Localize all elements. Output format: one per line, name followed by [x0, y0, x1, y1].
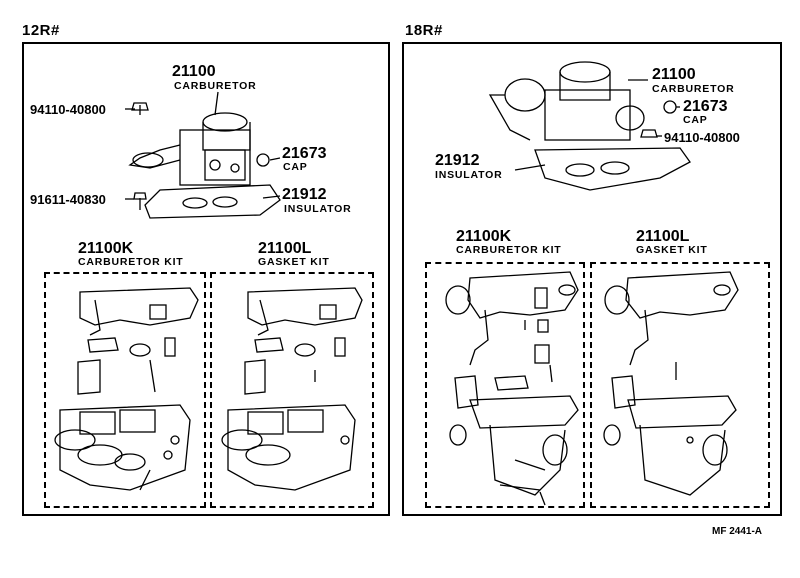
- left-insulator-part-number: 21912: [282, 186, 327, 203]
- right-carb-part-name: CARBURETOR: [652, 83, 735, 95]
- left-cap-part-number: 21673: [282, 145, 327, 162]
- left-gasket-part-number: 21100L: [258, 240, 312, 257]
- left-bolt-part-number: 94110-40800: [30, 102, 106, 117]
- panel-18r: [402, 42, 782, 516]
- left-cap-part-name: CAP: [283, 161, 308, 173]
- left-stud-part-number: 91611-40830: [30, 192, 106, 207]
- right-kit-part-name: CARBURETOR KIT: [456, 244, 562, 256]
- kit-box-18r-carburetor: [425, 262, 585, 508]
- right-gasket-part-name: GASKET KIT: [636, 244, 708, 256]
- left-gasket-part-name: GASKET KIT: [258, 256, 330, 268]
- kit-box-12r-carburetor: [44, 272, 206, 508]
- right-gasket-part-number: 21100L: [636, 228, 690, 245]
- right-cap-part-name: CAP: [683, 114, 708, 126]
- right-carb-part-number: 21100: [652, 66, 696, 83]
- figure-code: MF 2441-A: [712, 526, 763, 537]
- right-insulator-part-name: INSULATOR: [435, 169, 503, 181]
- left-kit-part-number: 21100K: [78, 240, 134, 257]
- left-insulator-part-name: INSULATOR: [284, 203, 352, 215]
- right-kit-part-number: 21100K: [456, 228, 512, 245]
- left-carb-part-number: 21100: [172, 63, 216, 80]
- right-bolt-part-number: 94110-40800: [664, 130, 740, 145]
- kit-box-18r-gasket: [590, 262, 770, 508]
- left-kit-part-name: CARBURETOR KIT: [78, 256, 184, 268]
- left-carb-part-name: CARBURETOR: [174, 80, 257, 92]
- section-title-12r: 12R#: [22, 22, 60, 39]
- section-title-18r: 18R#: [405, 22, 443, 39]
- panel-12r: [22, 42, 390, 516]
- right-insulator-part-number: 21912: [435, 152, 480, 169]
- right-cap-part-number: 21673: [683, 98, 728, 115]
- kit-box-12r-gasket: [210, 272, 374, 508]
